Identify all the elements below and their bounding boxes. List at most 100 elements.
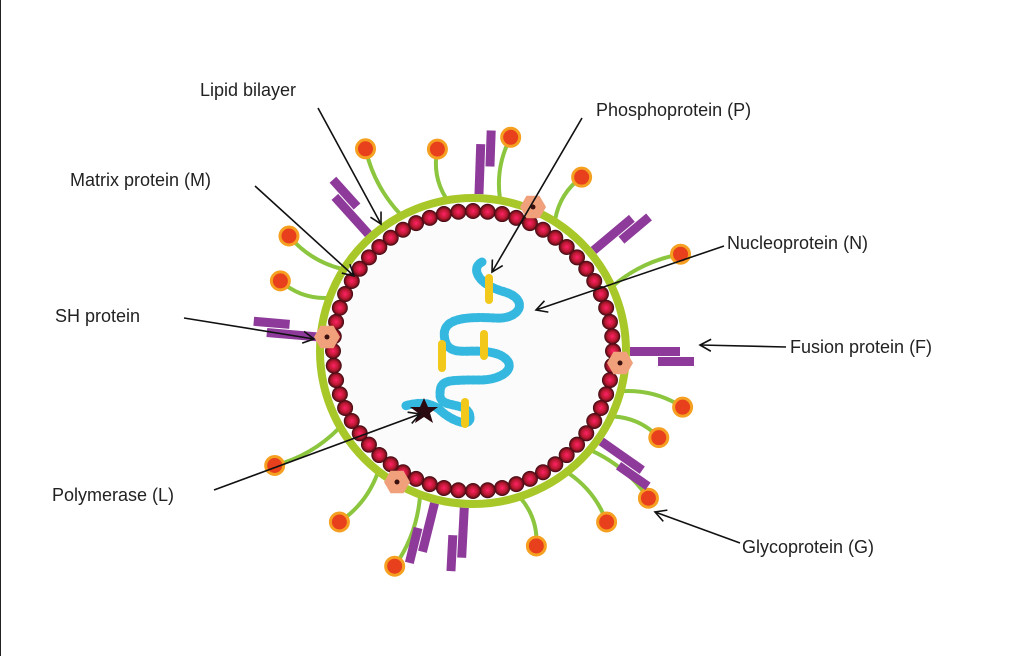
matrix-protein-bead [592,399,609,416]
matrix-protein-bead [569,249,586,266]
glycoprotein-head [328,511,350,533]
matrix-protein-bead [331,386,348,403]
matrix-protein-bead [521,470,538,487]
fusion-protein-stem [598,437,645,474]
glycoprotein-head [269,270,291,292]
fusion-protein-head [618,213,652,244]
fusion-protein-head [253,316,291,329]
fusion-protein-head [658,357,694,366]
matrix-protein-bead [547,229,564,246]
matrix-protein-bead [569,436,586,453]
matrix-protein-bead [435,206,452,223]
phosphoproteins [438,274,493,428]
matrix-protein-bead [450,482,467,499]
fusion-protein-head [485,130,496,167]
matrix-protein-bead [337,286,354,303]
fusion-protein [590,213,652,254]
fusion-protein-stem [630,347,680,356]
fusion-protein [404,502,439,564]
sh-protein-core [617,360,623,366]
label-glycoprotein: Glycoprotein (G) [742,537,875,557]
fusion-protein-head [615,462,651,491]
matrix-protein-bead [371,238,388,255]
matrix-protein-bead [421,209,438,226]
glycoprotein-head [672,396,694,418]
glycoprotein-head [426,138,448,160]
matrix-protein-bead [558,238,575,255]
label-nucleoprotein: Nucleoprotein (N) [727,233,869,253]
matrix-protein-bead [331,299,348,316]
matrix-protein-bead [450,203,467,220]
glycoprotein-head [596,511,618,533]
matrix-protein-bead [360,436,377,453]
fusion-protein-stem [418,502,439,553]
matrix-protein-bead [382,456,399,473]
matrix-protein-bead [465,203,481,219]
glycoprotein-head [278,225,300,247]
matrix-protein-bead [547,456,564,473]
fusion-protein-head [404,526,423,564]
matrix-protein-bead [371,447,388,464]
matrix-protein-bead [535,464,551,481]
label-phosphoprotein: Phosphoprotein (P) [596,100,752,120]
matrix-protein-bead [601,313,618,330]
matrix-protein-bead [586,413,603,429]
glycoprotein-head [637,487,659,509]
sh-protein-core [530,204,536,210]
matrix-protein-bead [479,203,496,220]
matrix-protein-bead [479,482,496,499]
glycoprotein-head [354,138,376,160]
matrix-protein-bead [535,221,551,238]
glycoprotein-head [571,166,593,188]
matrix-protein-bead [408,470,425,487]
matrix-protein-bead [604,328,621,345]
label-matrix-protein: Matrix protein (M) [70,170,212,190]
matrix-protein-bead [578,260,595,277]
fusion-protein [446,507,469,572]
matrix-protein-bead [337,399,354,416]
fusion-protein [598,437,651,491]
matrix-protein-bead [435,479,452,496]
fusion-protein-stem [474,143,486,195]
label-fusion-protein: Fusion protein (F) [790,337,933,357]
matrix-protein-bead [578,425,595,442]
matrix-protein-bead [408,215,425,232]
matrix-protein-bead [521,215,538,232]
matrix-protein-bead [558,447,575,464]
fusion-protein-stem [457,507,469,558]
lipid-bilayer [316,194,630,508]
fusion-protein-head [446,534,458,572]
matrix-protein-bead [601,372,618,389]
matrix-protein-bead [328,372,345,389]
glycoprotein-head [525,535,547,557]
label-polymerase: Polymerase (L) [52,485,175,505]
image-border [0,0,1,656]
fusion-protein [474,130,496,195]
glycoprotein-head [648,427,670,449]
fusion-protein-stem [331,193,372,238]
matrix-protein-bead [508,476,525,493]
glycoprotein-head [384,555,406,577]
matrix-protein-bead [494,479,511,496]
fusion-protein-head [329,176,361,210]
matrix-protein-bead [508,209,525,226]
matrix-protein-bead [598,386,615,403]
label-sh-protein: SH protein [55,306,141,326]
matrix-protein-bead [382,229,399,246]
glycoprotein-head [500,126,522,148]
matrix-protein-bead [343,413,360,429]
matrix-protein-bead [351,260,368,277]
fusion-protein [630,347,694,366]
matrix-protein-bead [586,273,603,289]
matrix-protein-bead [325,357,342,374]
label-lipid-bilayer: Lipid bilayer [200,80,297,100]
fusion-protein [329,176,372,238]
matrix-protein-bead [421,476,438,493]
sh-protein-core [394,479,400,485]
matrix-protein-bead [494,206,511,223]
label-arrows [183,107,787,544]
sh-protein-core [324,334,330,340]
matrix-protein-bead [360,249,377,266]
sh-proteins [314,195,633,494]
